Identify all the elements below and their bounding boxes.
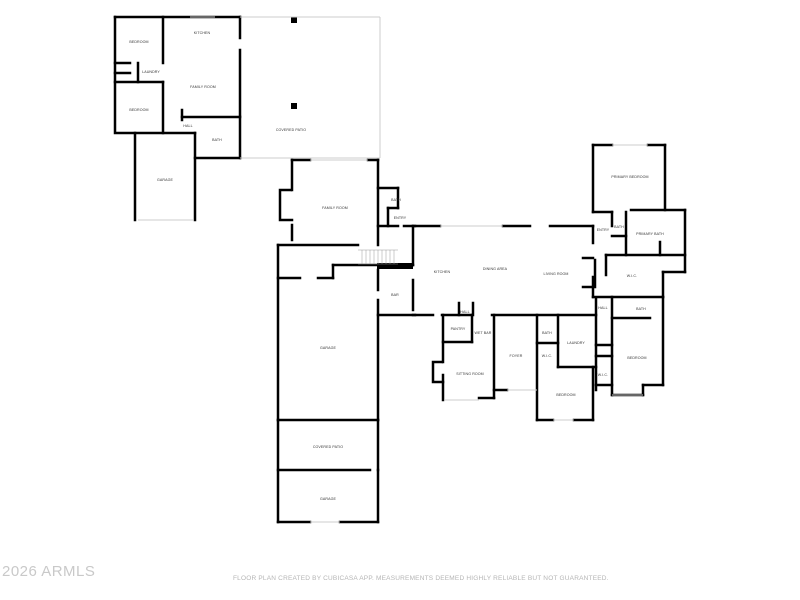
disclaimer: FLOOR PLAN CREATED BY CUBICASA APP. MEAS…	[233, 575, 609, 582]
room-label: KITCHEN	[193, 31, 211, 35]
room-label: KITCHEN	[433, 270, 451, 274]
stairs	[358, 249, 398, 265]
watermark: 2026 ARMLS	[2, 563, 96, 580]
room-label: GARAGE	[157, 178, 173, 182]
room-label: LAUNDRY	[567, 341, 585, 345]
walls	[113, 15, 687, 524]
room-label: LAUNDRY	[142, 70, 160, 74]
room-label: BEDROOM	[129, 40, 149, 44]
room-label: WET BAR	[474, 331, 492, 335]
room-label: W.I.C.	[626, 274, 638, 278]
room-label: BEDROOM	[627, 356, 647, 360]
room-label: COVERED PATIO	[312, 445, 344, 449]
windows-and-openings	[138, 16, 648, 523]
room-label: HALL	[183, 124, 193, 128]
room-label: W.I.C.	[541, 354, 553, 358]
room-label: HALL	[598, 306, 608, 310]
room-label: BATH	[636, 307, 646, 311]
room-label: GARAGE	[320, 346, 336, 350]
room-label: LIVING ROOM	[543, 272, 569, 276]
room-label: FAMILY ROOM	[190, 85, 216, 89]
room-label: BATH	[614, 225, 624, 229]
room-label: BATH	[212, 138, 222, 142]
room-label: DINING AREA	[482, 267, 508, 271]
room-label: PRIMARY BEDROOM	[611, 175, 649, 179]
room-label: SITTING ROOM	[456, 372, 484, 376]
room-label: BATH	[542, 331, 552, 335]
room-label: HALL	[460, 310, 470, 314]
room-label: ENTRY	[596, 228, 610, 232]
room-label: PANTRY	[450, 327, 466, 331]
room-label: BEDROOM	[556, 393, 576, 397]
room-label: FOYER	[509, 354, 523, 358]
room-label: COVERED PATIO	[275, 128, 307, 132]
room-label: ENTRY	[393, 216, 407, 220]
room-label: BAR	[391, 293, 399, 297]
room-label: PRIMARY BATH	[636, 232, 664, 236]
room-label: GARAGE	[320, 497, 336, 501]
room-label: BATH	[391, 198, 401, 202]
room-label: W.I.C.	[597, 373, 609, 377]
room-label: BEDROOM	[129, 108, 149, 112]
room-label: FAMILY ROOM	[322, 206, 348, 210]
